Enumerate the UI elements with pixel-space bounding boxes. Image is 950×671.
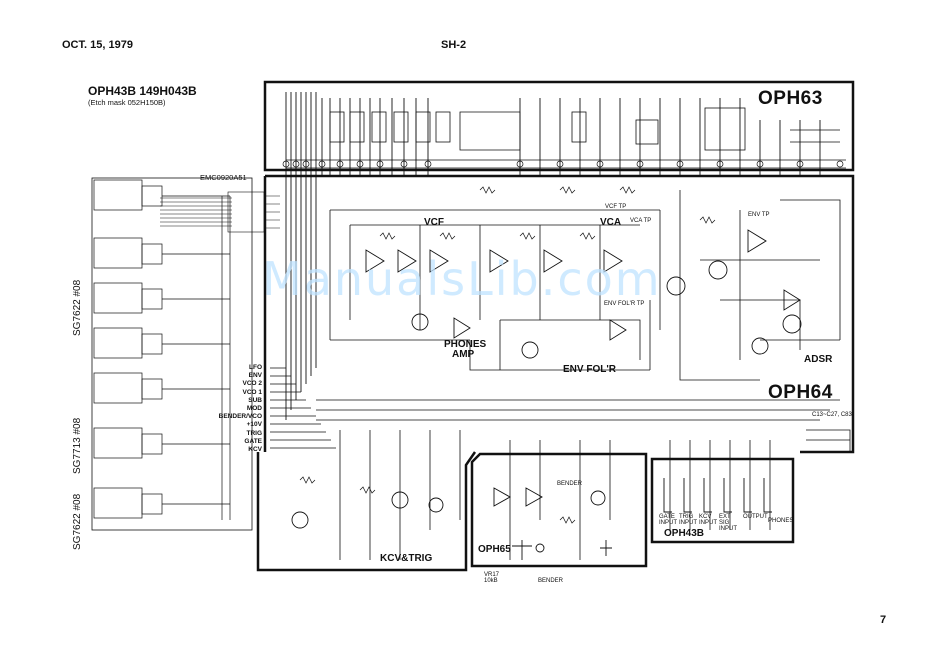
pin-label: ENV (248, 372, 262, 380)
section-kcv-trig: KCV&TRIG (380, 553, 433, 564)
jack-label: GATE INPUT (659, 514, 677, 526)
pin-label: GATE (244, 437, 262, 445)
connector-pin-list: LFO ENV VCO 2 VCO 1 SUB MOD BENDER/VCO +… (210, 364, 262, 454)
cap-note: C13~C27, C83 (812, 412, 852, 418)
pin-label: SUB (248, 396, 262, 404)
sg-label-top: SG7622 #08 (72, 279, 83, 336)
board-label-oph43b: OPH43B (664, 528, 705, 539)
pin-label: KCV (248, 445, 262, 453)
board-label-oph65: OPH65 (478, 544, 511, 555)
label-vcf-tp: VCF TP (605, 204, 627, 210)
pin-label: LFO (249, 364, 262, 371)
jack-panel-outline (91, 177, 253, 531)
label-env-folr-tp: ENV FOL'R TP (604, 301, 645, 307)
oph63-outline (263, 80, 855, 172)
page-number: 7 (880, 614, 887, 626)
label-vca-tp: VCA TP (630, 218, 652, 224)
jack-label: EXT SIG INPUT (719, 514, 737, 532)
etch-mask-label: (Etch mask 052H150B) (88, 98, 166, 107)
kcv-trig-outline (256, 451, 477, 572)
section-vcf: VCF (424, 217, 444, 228)
header-model: SH-2 (441, 39, 467, 51)
pin-label: VCO 1 (242, 388, 262, 396)
label-vr17: VR17 10kB (484, 572, 500, 584)
label-bender: BENDER (557, 481, 583, 487)
oph64-outline (263, 174, 855, 454)
watermark: ManualsLib.com (262, 252, 662, 306)
pin-label: +10V (246, 421, 262, 429)
label-env-tp: ENV TP (748, 212, 770, 218)
oph43b-outline (650, 457, 795, 544)
board-label-oph64: OPH64 (768, 382, 833, 403)
pin-label: BENDER/VCO (218, 413, 262, 421)
header-date: OCT. 15, 1979 (62, 39, 133, 51)
jack-label: OUTPUT (743, 514, 768, 520)
section-amp: AMP (452, 349, 475, 360)
label-phones-jack: PHONES (768, 518, 794, 524)
oph43b-jack-labels: GATE INPUT TRIG INPUT KCV INPUT EXT SIG … (659, 514, 779, 532)
section-env-folr: ENV FOL'R (563, 364, 616, 375)
section-adsr: ADSR (804, 354, 833, 365)
sg-label-mid: SG7713 #08 (72, 417, 83, 474)
label-bender-pot: BENDER (538, 578, 564, 584)
section-vca: VCA (600, 217, 622, 228)
sg-label-bottom: SG7622 #08 (72, 493, 83, 550)
oph65-outline (470, 452, 648, 568)
section-phones: PHONES (444, 339, 487, 350)
jack-label: TRIG INPUT (679, 514, 697, 526)
board-label-oph63: OPH63 (758, 88, 823, 109)
cable-label: EMC0920A51 (200, 173, 247, 182)
pin-label: VCO 2 (242, 380, 262, 388)
pin-label: MOD (246, 404, 262, 412)
board-part-title: OPH43B 149H043B (88, 84, 197, 98)
jack-label: KCV INPUT (699, 514, 717, 526)
pin-label: TRIG (246, 429, 262, 437)
